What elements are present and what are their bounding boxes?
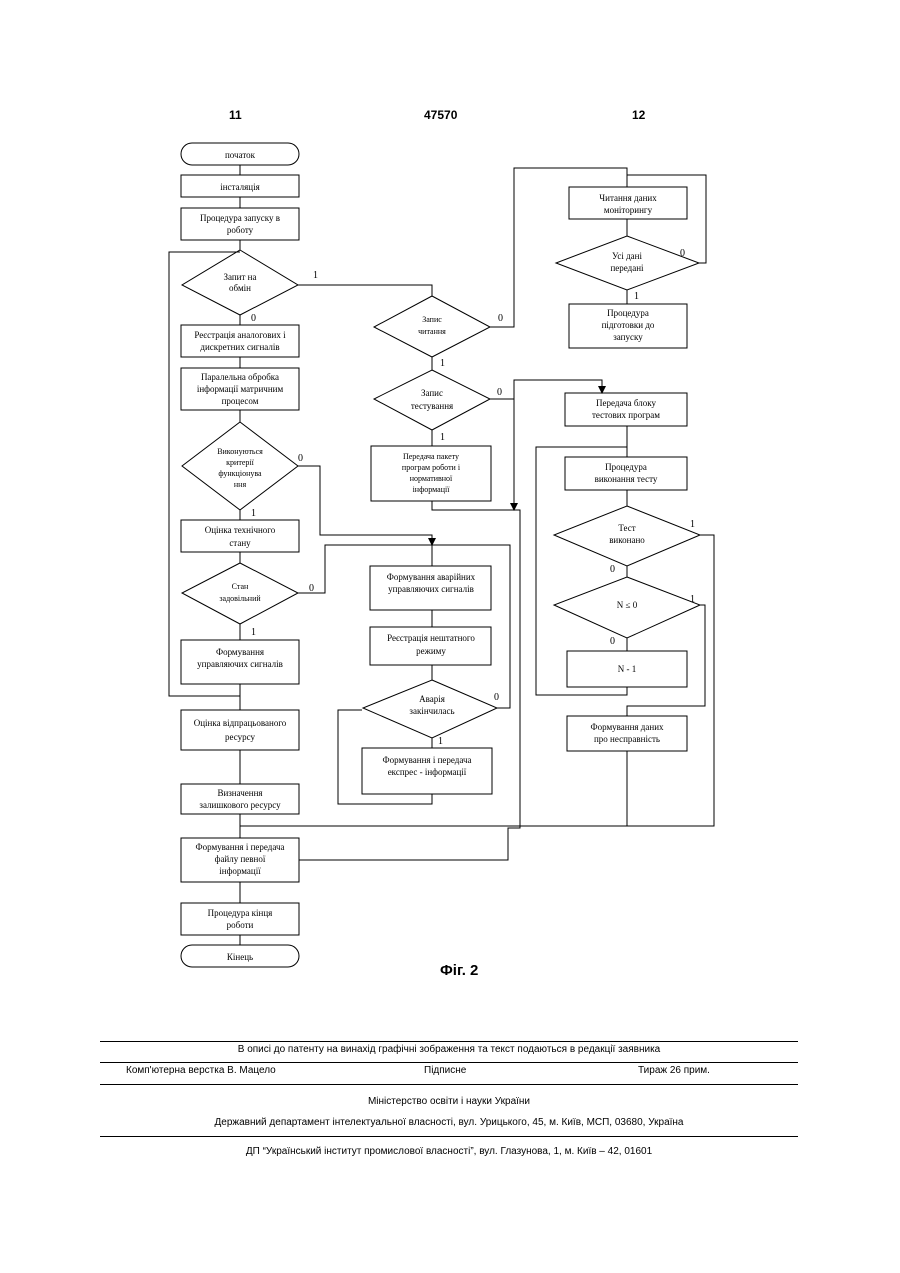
fault-label-1: Формування даних <box>590 722 664 732</box>
left-connectors <box>169 165 432 945</box>
branch-label-alldata-1: 1 <box>634 291 639 302</box>
criteria-label-1: Виконуються <box>217 447 263 456</box>
branch-label-state-1: 1 <box>251 627 256 638</box>
monitor-label-2: моніторингу <box>604 205 653 215</box>
end-proc-label-1: Процедура кінця <box>208 908 273 918</box>
worked-label-1: Оцінка відпрацьованого <box>194 718 287 728</box>
accident-label-1: Аварія <box>419 694 445 704</box>
branch-label-test-0: 0 <box>497 387 502 398</box>
end-label: Кінець <box>227 952 253 962</box>
state-label-1: Стан <box>232 582 249 591</box>
launch-label-1: Процедура запуску в <box>200 213 280 223</box>
branch-label-read-1: 1 <box>440 358 445 369</box>
figure-caption: Фіг. 2 <box>440 962 478 979</box>
prep-label-3: запуску <box>613 332 643 342</box>
branch-label-accident-0: 0 <box>494 692 499 703</box>
file-label-1: Формування і передача <box>196 842 285 852</box>
testblock-label-1: Передача блоку <box>596 398 656 408</box>
accident-label-2: закінчилась <box>409 706 454 716</box>
branch-label-criteria-0: 0 <box>298 453 303 464</box>
register-label-2: дискретних сигналів <box>200 342 279 352</box>
packet-label-3: нормативної <box>410 474 453 483</box>
alldata-label-2: передані <box>610 263 644 273</box>
branch-label-ncond-0: 0 <box>610 636 615 647</box>
residual-label-1: Визначення <box>217 788 262 798</box>
install-label: інсталяція <box>220 182 260 192</box>
register-label-1: Реєстрація аналогових і <box>194 330 286 340</box>
prep-label-1: Процедура <box>607 308 649 318</box>
read-req-label-2: читання <box>418 327 446 336</box>
parallel-label-3: процесом <box>222 396 259 406</box>
alldata-label-1: Усі дані <box>612 251 642 261</box>
abnormal-label-1: Реєстрація нештатного <box>387 633 475 643</box>
ndec-label: N - 1 <box>618 664 637 674</box>
branch-label-state-0: 0 <box>309 583 314 594</box>
footer-note: В описі до патенту на винахід графічні з… <box>100 1044 798 1055</box>
footer-divider-1 <box>100 1041 798 1042</box>
ctrl-label-2: управляючих сигналів <box>197 659 283 669</box>
branch-label-exchange-0: 0 <box>251 313 256 324</box>
exchange-label-2: обмін <box>229 283 251 293</box>
testdone-label-2: виконано <box>609 535 645 545</box>
parallel-label-1: Паралельна обробка <box>201 372 279 382</box>
state-label-2: задовільний <box>219 594 261 603</box>
tech-label-1: Оцінка технічного <box>205 525 276 535</box>
branch-label-accident-1: 1 <box>438 736 443 747</box>
packet-label-2: програм роботи і <box>402 463 461 472</box>
footer-institute: ДП “Український інститут промислової вла… <box>100 1146 798 1157</box>
packet-label-4: інформації <box>413 485 451 494</box>
launch-label-2: роботу <box>227 225 254 235</box>
prep-label-2: підготовки до <box>602 320 655 330</box>
footer-divider-2 <box>100 1062 798 1063</box>
footer-department: Державний департамент інтелектуальної вл… <box>100 1117 798 1128</box>
branch-label-alldata-0: 0 <box>680 248 685 259</box>
footer-divider-3 <box>100 1084 798 1085</box>
exchange-label-1: Запит на <box>223 272 256 282</box>
packet-label-1: Передача пакету <box>403 452 459 461</box>
testproc-label-1: Процедура <box>605 462 647 472</box>
criteria-label-3: функціонува <box>218 469 262 478</box>
footer-circulation: Тираж 26 прим. <box>638 1065 710 1076</box>
file-label-3: інформації <box>219 866 261 876</box>
fault-label-2: про несправність <box>594 734 660 744</box>
branch-label-exchange-1: 1 <box>313 270 318 281</box>
parallel-label-2: інформації матричним <box>197 384 284 394</box>
express-label-1: Формування і передача <box>383 755 472 765</box>
branch-label-read-0: 0 <box>498 313 503 324</box>
footer-ministry: Міністерство освіти і науки України <box>100 1096 798 1107</box>
branch-label-testdone-1: 1 <box>690 519 695 530</box>
testproc-label-2: виконання тесту <box>595 474 658 484</box>
test-request-decision <box>374 370 490 430</box>
worked-resource-block <box>181 710 299 750</box>
end-proc-label-2: роботи <box>227 920 254 930</box>
branch-label-test-1: 1 <box>440 432 445 443</box>
branch-label-criteria-1: 1 <box>251 508 256 519</box>
footer-subscription: Підписне <box>424 1065 466 1076</box>
ncond-label: N ≤ 0 <box>617 600 638 610</box>
branch-label-testdone-0: 0 <box>610 564 615 575</box>
branch-label-ncond-1: 1 <box>690 594 695 605</box>
file-label-2: файлу певної <box>215 854 266 864</box>
start-label: початок <box>225 150 256 160</box>
footer-divider-4 <box>100 1136 798 1137</box>
abnormal-label-2: режиму <box>416 646 446 656</box>
ctrl-label-1: Формування <box>216 647 264 657</box>
criteria-label-2: критерії <box>226 458 254 467</box>
testblock-label-2: тестових програм <box>592 410 660 420</box>
read-req-label-1: Запис <box>422 315 442 324</box>
residual-label-2: залишкового ресурсу <box>199 800 281 810</box>
monitor-label-1: Читання даних <box>599 193 657 203</box>
criteria-label-4: ння <box>234 480 247 489</box>
worked-label-2: ресурсу <box>225 732 255 742</box>
testdone-label-1: Тест <box>618 523 635 533</box>
tech-label-2: стану <box>229 538 251 548</box>
express-label-2: експрес - інформації <box>388 767 467 777</box>
alarm-label-1: Формування аварійних <box>387 572 476 582</box>
test-req-label-2: тестування <box>411 401 453 411</box>
test-req-label-1: Запис <box>421 388 443 398</box>
alarm-label-2: управляючих сигналів <box>388 584 474 594</box>
footer-layout-by: Комп'ютерна верстка В. Мацело <box>126 1065 276 1076</box>
